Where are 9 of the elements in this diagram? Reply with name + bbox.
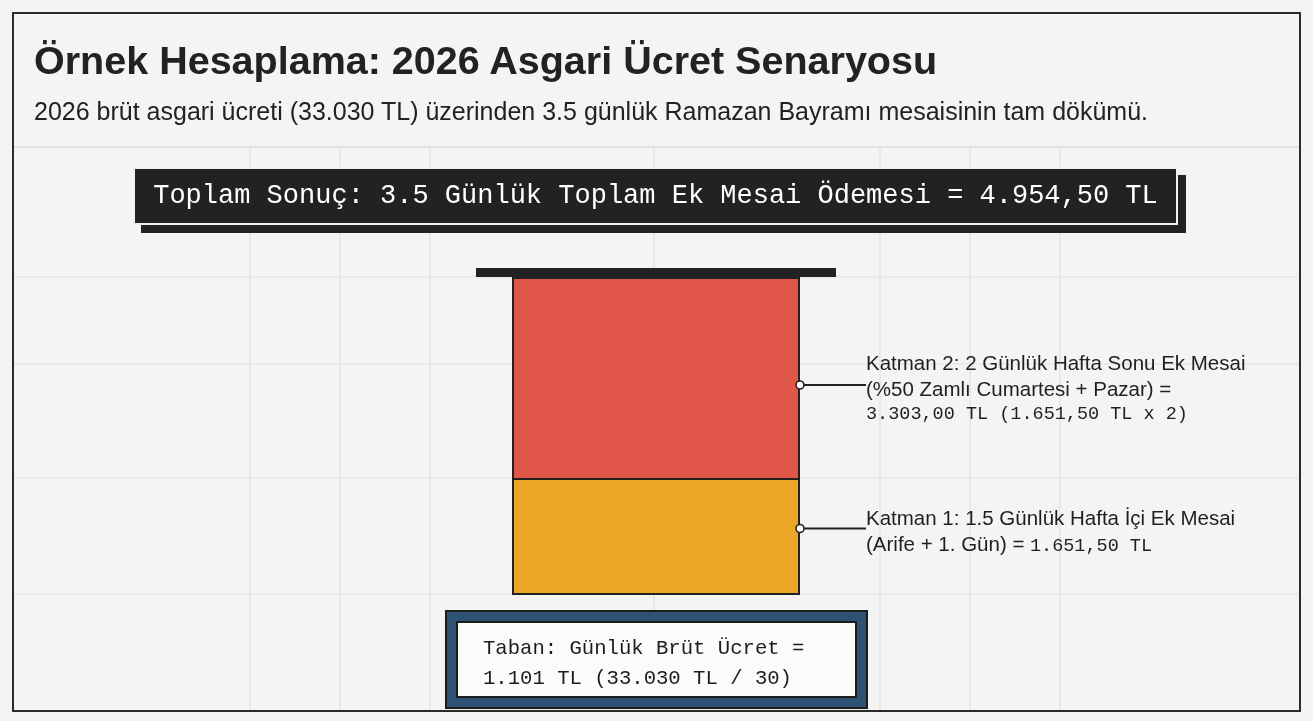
lower-layer-block — [512, 478, 800, 595]
callout-text: Katman 1: 1.5 Günlük Hafta İçi Ek Mesai (Arife + 1. Gün) = 1.651,50 TL — [866, 505, 1264, 560]
leader-line — [795, 380, 867, 390]
title: Örnek Hesaplama: 2026 Asgari Ücret Senaryosu — [34, 38, 938, 83]
leader-line — [795, 523, 867, 534]
upper-layer-block — [512, 277, 800, 478]
base-box: Taban: Günlük Brüt Ücret = 1.101 TL (33.030 TL / 30) — [447, 612, 866, 707]
callout-text: Katman 2: 2 Günlük Hafta Sonu Ek Mesai (%50 Zamlı Cumartesi + Pazar) = 3.303,00 TL (1.651,50 TL x 2) — [866, 350, 1264, 428]
subtitle: 2026 brüt asgari ücreti (33.030 TL) üzerinden 3.5 günlük Ramazan Bayramı mesaisinin tam dökümü. — [34, 97, 1148, 126]
